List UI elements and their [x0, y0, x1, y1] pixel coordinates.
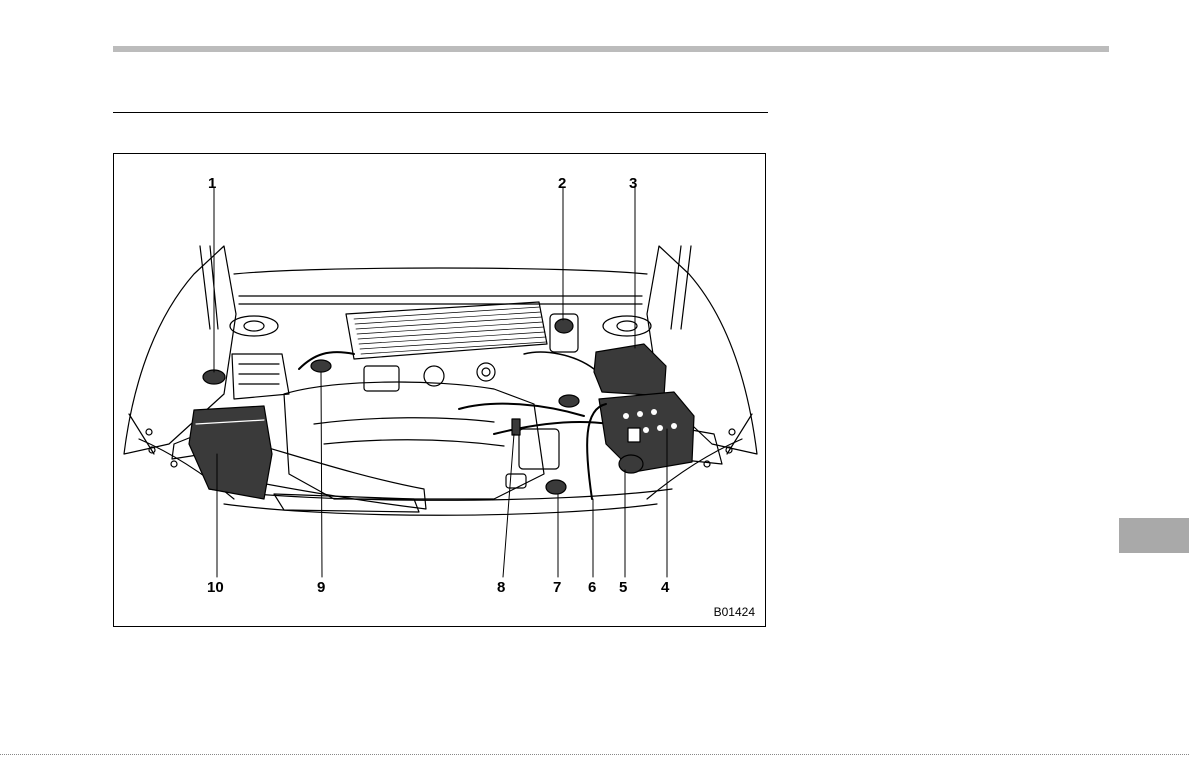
section-divider — [113, 112, 768, 113]
callout-3: 3 — [629, 176, 637, 191]
right-hood-strut — [671, 246, 691, 329]
callout-1: 1 — [208, 176, 216, 191]
callout-6: 6 — [588, 580, 596, 595]
engine-compartment-drawing — [114, 154, 766, 627]
brake-fluid-cap — [555, 319, 573, 333]
callout-7: 7 — [553, 580, 561, 595]
intercooler — [346, 302, 547, 359]
engine-block — [284, 382, 544, 499]
right-strut-tower — [603, 316, 651, 336]
oil-filler-cap — [311, 360, 331, 372]
callout-10: 10 — [207, 580, 224, 595]
fuse-box-area — [232, 354, 289, 399]
engine-compartment-figure: 1 2 3 4 5 6 7 8 9 10 B01424 — [113, 153, 766, 627]
page-bottom-edge — [0, 754, 1189, 755]
figure-code: B01424 — [714, 605, 755, 619]
coolant-reservoir-cap — [546, 480, 566, 494]
cowl-top — [234, 268, 647, 274]
section-tab-marker — [1119, 518, 1189, 553]
callout-8: 8 — [497, 580, 505, 595]
oil-dipstick — [512, 419, 520, 435]
callout-2: 2 — [558, 176, 566, 191]
battery-cover — [594, 344, 666, 396]
cowl-panel — [239, 296, 642, 304]
page-header-rule — [113, 46, 1109, 52]
left-hood-strut — [200, 246, 218, 329]
callout-5: 5 — [619, 580, 627, 595]
callout-9: 9 — [317, 580, 325, 595]
callout-4: 4 — [661, 580, 669, 595]
radiator-cap — [619, 455, 643, 473]
